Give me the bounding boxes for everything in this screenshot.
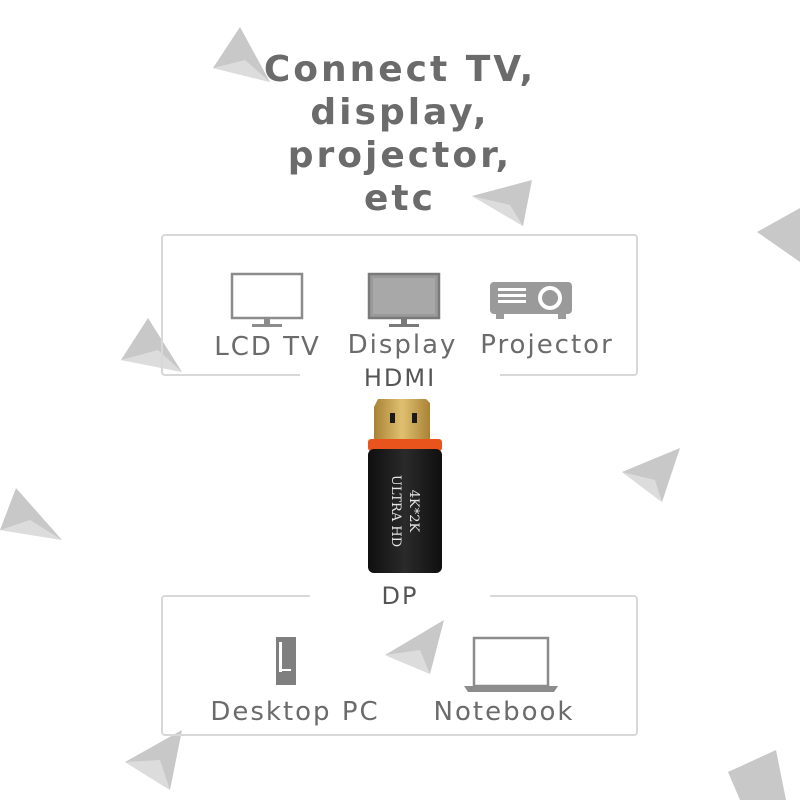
hdmi-plug bbox=[374, 399, 430, 439]
device-label-desktop-pc: Desktop PC bbox=[210, 697, 380, 727]
headline-line-4: etc bbox=[364, 178, 436, 219]
paper-plane-shape bbox=[728, 750, 786, 800]
device-label-lcd-tv: LCD TV bbox=[214, 332, 321, 362]
paper-plane-shape bbox=[213, 60, 270, 82]
paper-plane-shape bbox=[125, 730, 182, 790]
device-label-notebook: Notebook bbox=[433, 697, 575, 727]
frame-gap bbox=[310, 590, 490, 600]
adapter-collar bbox=[368, 439, 442, 451]
headline-line-3: projector, bbox=[287, 135, 513, 176]
desktop-pc-icon bbox=[276, 637, 296, 685]
hdmi-port-label: HDMI bbox=[363, 364, 437, 392]
headline-line-1: Connect TV, bbox=[263, 49, 537, 90]
projector-icon bbox=[490, 282, 572, 319]
paper-plane-shape bbox=[622, 448, 680, 502]
adapter-text-line-2: ULTRA HD bbox=[388, 475, 403, 547]
paper-plane-shape bbox=[121, 350, 182, 372]
paper-plane-shape bbox=[125, 760, 170, 790]
lcd-tv-icon bbox=[230, 272, 304, 327]
device-label-projector: Projector bbox=[480, 330, 614, 360]
paper-plane-shape bbox=[385, 650, 430, 674]
notebook-icon bbox=[464, 636, 558, 692]
frame-gap bbox=[300, 372, 500, 380]
dp-port-label: DP bbox=[381, 582, 419, 610]
paper-plane-shape bbox=[472, 196, 523, 226]
headline: Connect TV, display, projector, etc bbox=[200, 48, 600, 220]
device-label-display: Display bbox=[347, 330, 458, 360]
paper-plane-shape bbox=[472, 180, 532, 226]
paper-plane-shape bbox=[622, 472, 662, 502]
monitor-icon bbox=[367, 272, 441, 327]
dp-to-hdmi-adapter: 4K*2K ULTRA HD bbox=[368, 399, 442, 573]
paper-plane-shape bbox=[757, 208, 800, 262]
headline-line-2: display, bbox=[310, 92, 490, 133]
adapter-text-line-1: 4K*2K bbox=[406, 490, 421, 533]
adapter-body bbox=[368, 449, 442, 573]
paper-plane-shape bbox=[0, 520, 62, 540]
